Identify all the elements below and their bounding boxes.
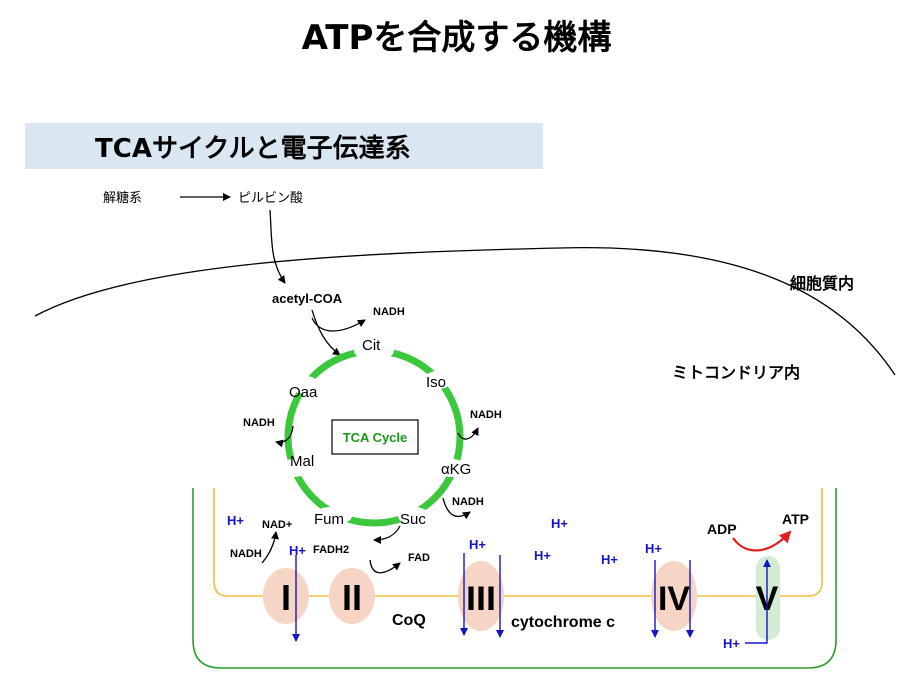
h-plus-label: H+ (601, 552, 618, 567)
metabolite-akg: αKG (441, 461, 471, 478)
metabolite-fum: Fum (314, 511, 344, 528)
nadh-label-iso: NADH (470, 409, 502, 421)
nadh-arrow-mal (275, 425, 294, 448)
tca-cycle-label: TCA Cycle (343, 430, 408, 445)
complex-2-label: II (342, 577, 362, 618)
ring-gap (312, 507, 352, 525)
nadh-arrow-akg (442, 497, 471, 520)
ring-gap (424, 371, 452, 389)
page-title: ATPを合成する機構 (301, 18, 612, 58)
h-plus-label: H+ (723, 636, 740, 651)
nad-arrow (261, 531, 279, 564)
ring-gap (291, 376, 319, 394)
nadh-arrow-iso (457, 427, 479, 440)
cytoplasm-label: 細胞質内 (790, 274, 854, 293)
fad-label: FAD (408, 552, 430, 564)
glycolysis-label: 解糖系 (103, 190, 142, 205)
coq-label: CoQ (392, 612, 426, 629)
nadh-label-acetyl: NADH (373, 306, 405, 318)
complex-2 (329, 568, 375, 624)
tca-cycle-box (331, 419, 419, 455)
h-plus-label: H+ (551, 516, 568, 531)
h-plus-label: H+ (534, 548, 551, 563)
nadh-label-c1: NADH (230, 548, 262, 560)
ring-gap (354, 342, 394, 360)
proton-return-arrow (745, 559, 771, 644)
complex-3-label: III (466, 580, 496, 618)
fad-arrow (369, 559, 401, 574)
complex-5 (756, 556, 780, 640)
nadh-arrow-acetyl (311, 317, 366, 332)
nadh-label-akg: NADH (452, 496, 484, 508)
atp-synthesis-arrow (732, 530, 792, 552)
ring-gap (398, 507, 430, 525)
acetyl-coa-label: acetyl-COA (272, 291, 343, 306)
complex-4 (651, 561, 697, 631)
mito-outer-wall (192, 488, 837, 669)
pyruvate-arrow (269, 209, 286, 284)
nad-plus-label: NAD+ (262, 519, 292, 531)
complex-3 (458, 561, 504, 631)
mitochondria-label: ミトコンドリア内 (672, 363, 800, 382)
metabolite-cit: Cit (362, 337, 381, 354)
tca-ring-gaps (280, 342, 466, 525)
mito-inner-membrane (213, 488, 823, 597)
h-plus-label: H+ (227, 513, 244, 528)
ring-gap (438, 459, 466, 477)
h-plus-label: H+ (469, 537, 486, 552)
complex-1 (263, 568, 309, 624)
cytochrome-c-label: cytochrome c (511, 614, 615, 631)
h-plus-label: H+ (289, 543, 306, 558)
metabolite-suc: Suc (400, 511, 426, 528)
section-subtitle: TCAサイクルと電子伝達系 (95, 134, 411, 164)
pyruvate-label: ピルビン酸 (238, 190, 303, 205)
fadh2-arrow (373, 525, 401, 544)
metabolite-iso: Iso (426, 374, 446, 391)
metabolite-mal: Mal (290, 453, 314, 470)
ring-gap (280, 459, 308, 477)
complex-1-label: I (281, 577, 291, 618)
atp-label: ATP (782, 511, 809, 527)
subtitle-background (25, 123, 543, 169)
adp-label: ADP (707, 521, 737, 537)
nadh-label-mal: NADH (243, 417, 275, 429)
acetyl-to-cit-arrow (311, 309, 341, 356)
complex-4-label: IV (658, 580, 690, 618)
h-plus-label: H+ (645, 541, 662, 556)
fadh2-label: FADH2 (313, 544, 349, 556)
cell-membrane (34, 247, 896, 376)
metabolite-oaa: Oaa (289, 384, 318, 401)
